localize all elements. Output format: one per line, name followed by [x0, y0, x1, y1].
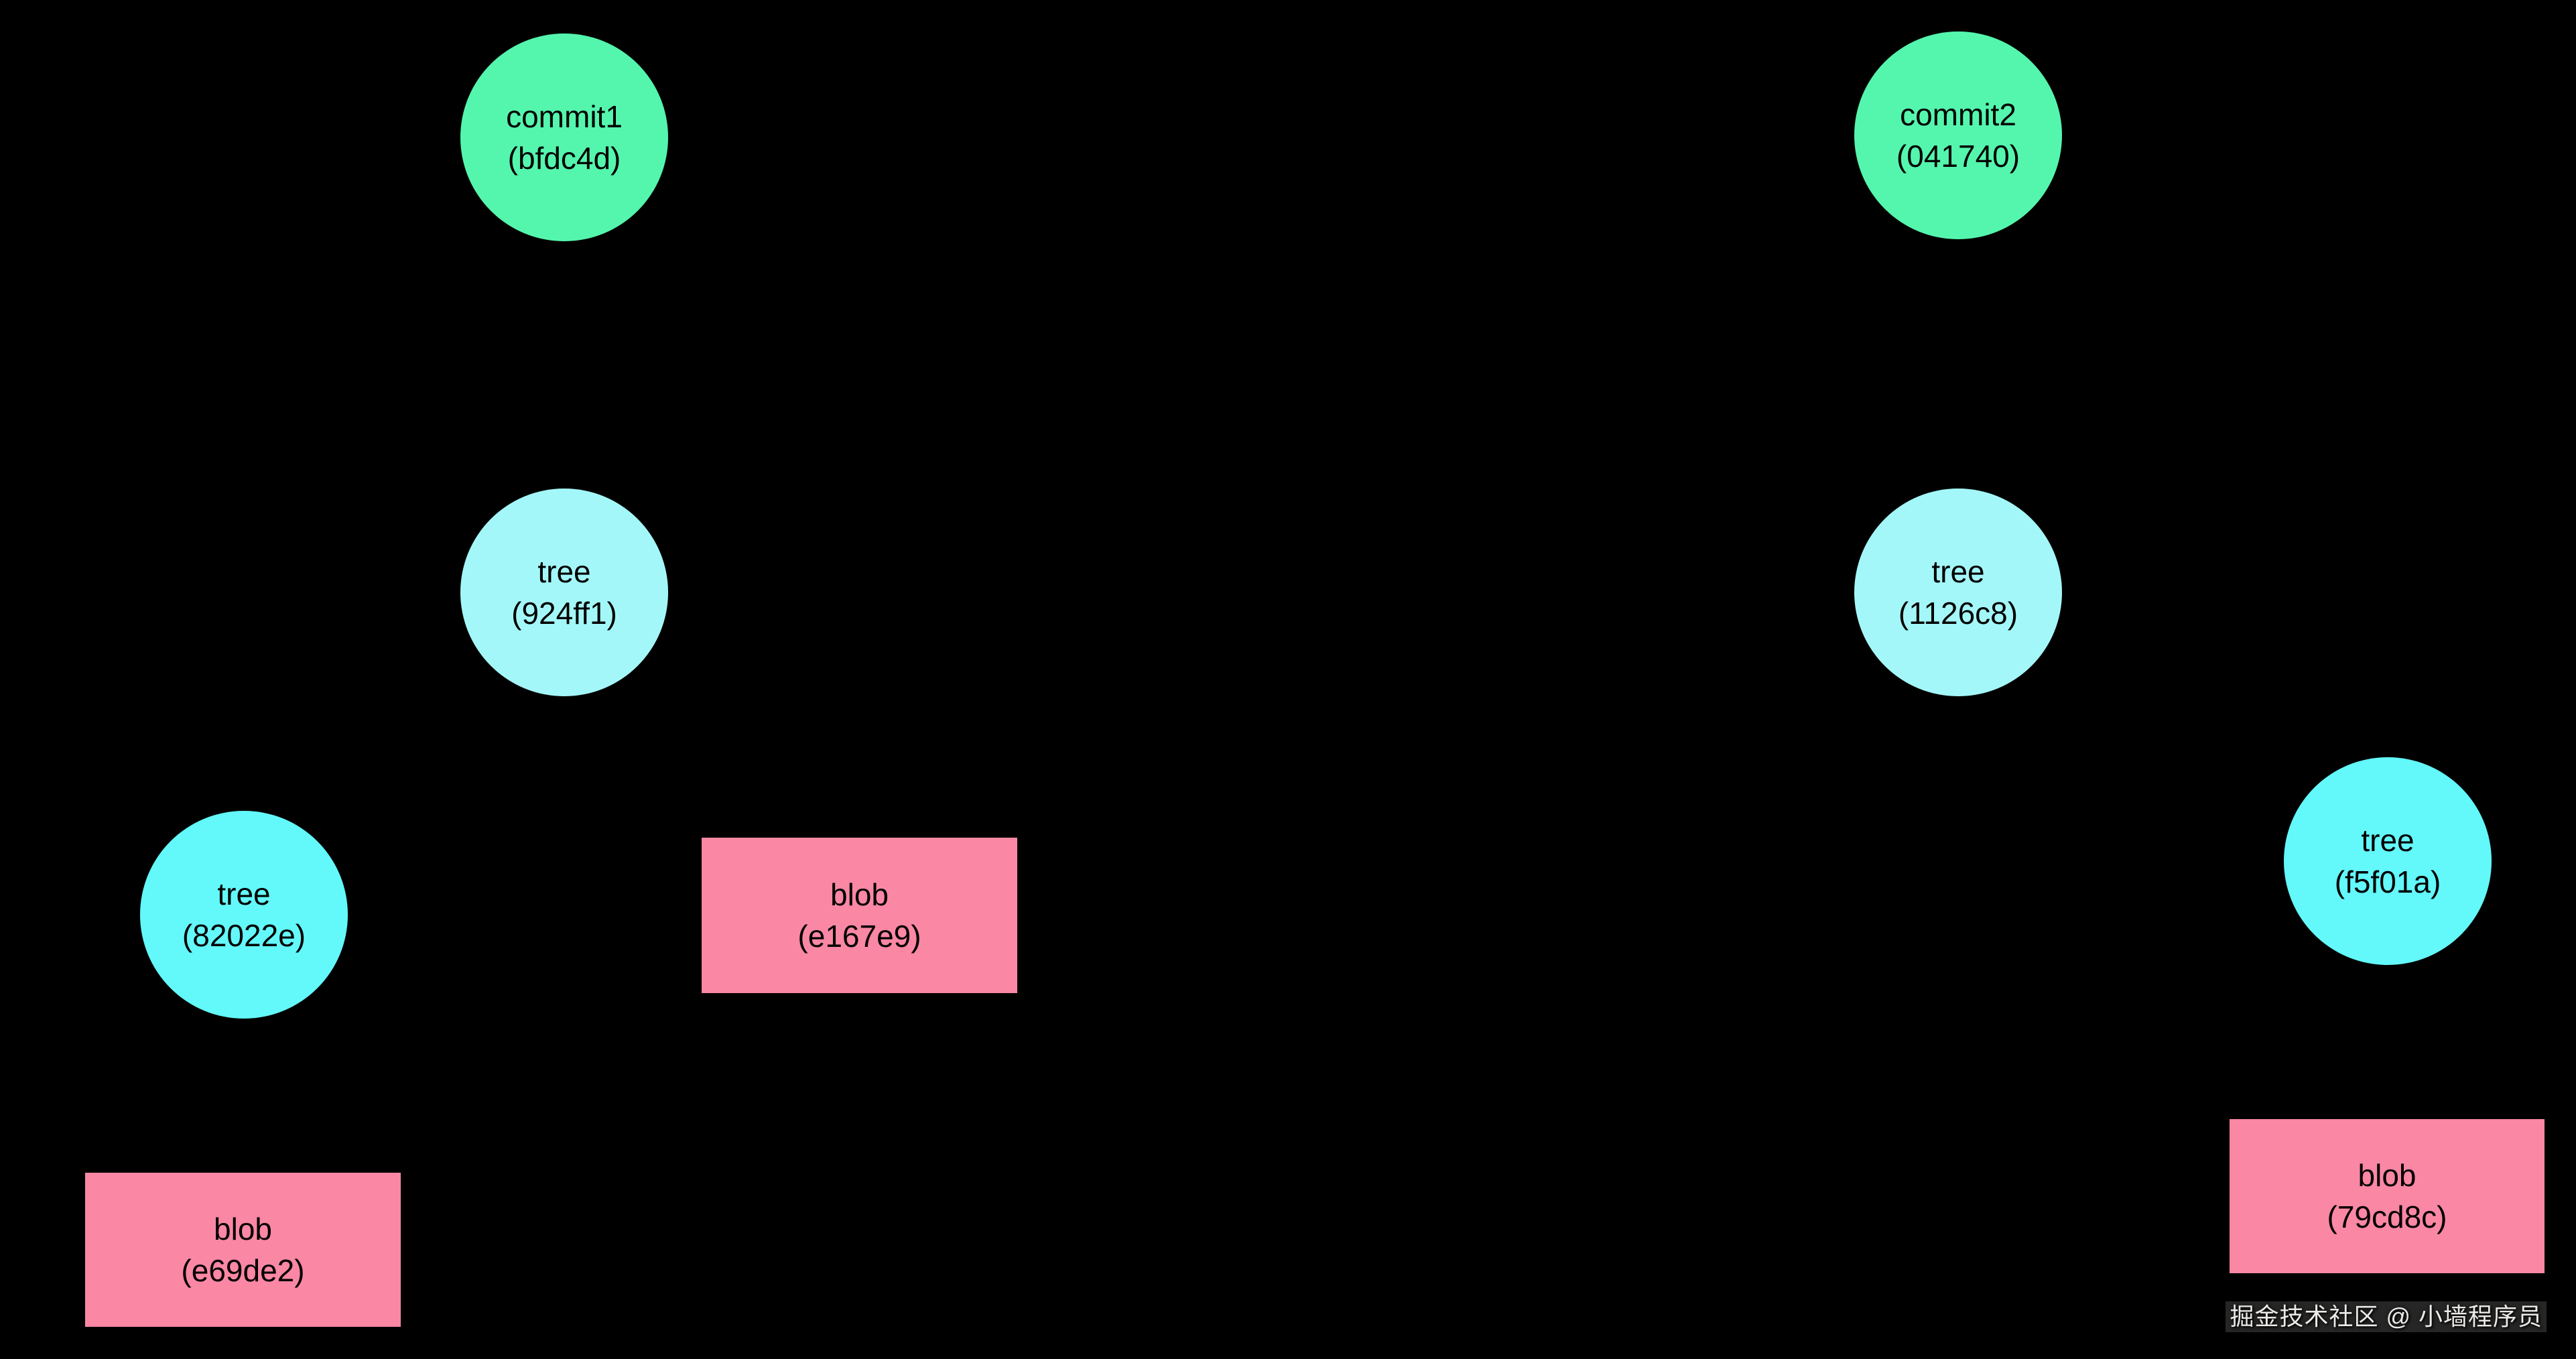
blob-e69de2-hash: (e69de2): [181, 1253, 305, 1288]
tree-1126c8-label: tree: [1931, 554, 1985, 589]
tree-1126c8-node: tree (1126c8): [1854, 489, 2062, 696]
blob-79cd8c-label: blob: [2358, 1158, 2417, 1193]
blob-e167e9-node: blob (e167e9): [702, 838, 1017, 993]
blob-e69de2-label: blob: [214, 1212, 272, 1246]
commit2-hash: (041740): [1896, 139, 2020, 174]
blob-e167e9-hash: (e167e9): [797, 919, 921, 954]
tree-82022e-node: tree (82022e): [140, 811, 348, 1019]
tree-f5f01a-node: tree (f5f01a): [2284, 757, 2492, 965]
blob-79cd8c-hash: (79cd8c): [2327, 1200, 2447, 1234]
blob-e69de2-node: blob (e69de2): [85, 1173, 401, 1327]
tree-924ff1-label: tree: [537, 554, 591, 589]
tree-f5f01a-label: tree: [2361, 823, 2414, 858]
blob-79cd8c-node: blob (79cd8c): [2230, 1119, 2545, 1273]
commit2-label: commit2: [1900, 97, 2016, 132]
tree-924ff1-hash: (924ff1): [511, 596, 617, 631]
commit2-node: commit2 (041740): [1854, 31, 2062, 239]
commit1-hash: (bfdc4d): [507, 141, 621, 176]
tree-924ff1-node: tree (924ff1): [460, 489, 668, 696]
commit1-node: commit1 (bfdc4d): [460, 34, 668, 241]
tree-82022e-hash: (82022e): [182, 918, 306, 953]
commit1-label: commit1: [506, 99, 623, 134]
tree-1126c8-hash: (1126c8): [1898, 596, 2018, 631]
tree-f5f01a-hash: (f5f01a): [2334, 864, 2441, 899]
watermark: 掘金技术社区 @ 小墙程序员: [2226, 1301, 2547, 1332]
tree-82022e-label: tree: [217, 877, 271, 911]
blob-e167e9-label: blob: [830, 877, 889, 912]
